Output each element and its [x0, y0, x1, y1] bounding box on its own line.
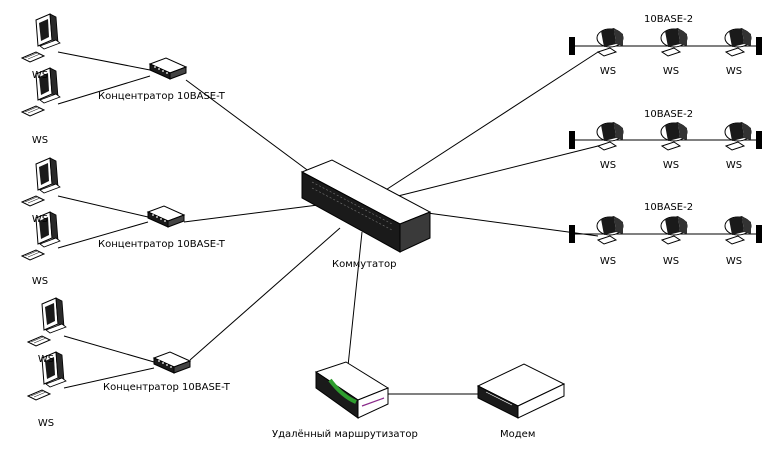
workstation-icon	[27, 297, 67, 347]
thinnet-label: 10BASE-2	[644, 109, 694, 120]
ws-label: WS	[662, 160, 680, 171]
ws-label: WS	[599, 256, 617, 267]
router-label: Удалённый маршрутизатор	[272, 429, 418, 440]
ws-label: WS	[725, 160, 743, 171]
ws-label: WS	[725, 66, 743, 77]
ws-label: WS	[725, 256, 743, 267]
bus-workstation-icon	[724, 27, 752, 57]
bus-workstation-icon	[596, 121, 624, 151]
workstation-icon	[21, 13, 61, 63]
ws-label: WS	[662, 66, 680, 77]
ws-label: WS	[31, 276, 49, 287]
modem-icon	[476, 363, 566, 419]
ws-label: WS	[37, 354, 55, 365]
hub-label: Концентратор 10BASE-T	[98, 239, 225, 250]
bus-workstation-icon	[724, 215, 752, 245]
switch-label: Коммутатор	[332, 259, 397, 270]
hub-icon	[147, 205, 185, 228]
ws-label: WS	[31, 214, 49, 225]
thinnet-label: 10BASE-2	[644, 14, 694, 25]
thinnet-label: 10BASE-2	[644, 202, 694, 213]
connection-lines	[57, 45, 756, 395]
ws-label: WS	[662, 256, 680, 267]
bus-workstation-icon	[660, 27, 688, 57]
ws-label: WS	[37, 418, 55, 429]
bus-terminator-icon	[569, 37, 762, 243]
bus-workstation-icon	[660, 215, 688, 245]
switch-icon	[300, 159, 432, 253]
router-icon	[314, 361, 390, 419]
modem-label: Модем	[500, 429, 536, 440]
ws-label: WS	[599, 160, 617, 171]
bus-workstation-icon	[724, 121, 752, 151]
hub-icon	[153, 351, 191, 374]
hub-label: Концентратор 10BASE-T	[103, 382, 230, 393]
workstation-icon	[21, 157, 61, 207]
ws-label: WS	[31, 70, 49, 81]
ws-label: WS	[31, 135, 49, 146]
hub-label: Концентратор 10BASE-T	[98, 91, 225, 102]
ws-label: WS	[599, 66, 617, 77]
bus-workstation-icon	[660, 121, 688, 151]
bus-workstation-icon	[596, 215, 624, 245]
hub-icon	[149, 57, 187, 80]
bus-workstation-icon	[596, 27, 624, 57]
